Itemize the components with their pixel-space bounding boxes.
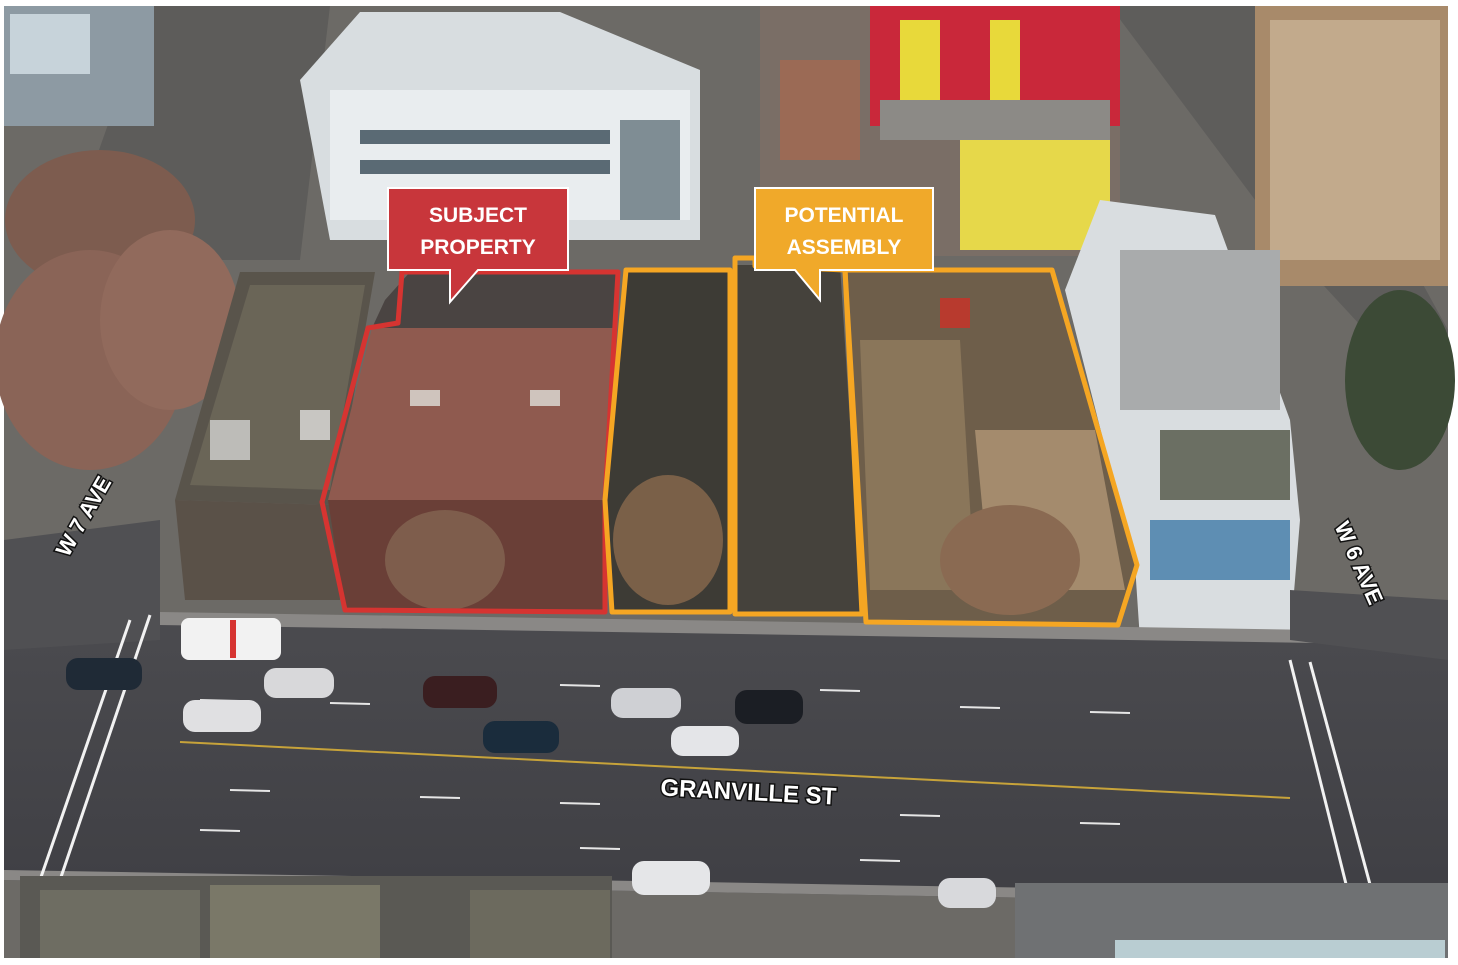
assembly-lot-3-roof: [860, 340, 975, 590]
subject-callout-box: [387, 187, 569, 305]
hvac-unit: [210, 420, 250, 460]
subject-property-callout: SUBJECT PROPERTY: [387, 187, 569, 305]
building-roof: [210, 885, 380, 958]
construction-yellow-panel: [900, 20, 940, 110]
construction-yellow-wall: [960, 140, 1110, 250]
subject-property-outline: [319, 269, 621, 615]
building-balconies: [1270, 20, 1440, 260]
tree-canopy: [100, 230, 240, 410]
tree-canopy: [613, 475, 723, 605]
building-glazing: [1115, 940, 1445, 958]
roof-equipment: [940, 298, 970, 328]
assembly-label-line1: POTENTIAL: [785, 204, 904, 227]
assembly-label-line2: ASSEMBLY: [787, 236, 902, 259]
cars: [66, 618, 996, 908]
building-window-row: [360, 160, 610, 174]
construction-formwork: [780, 60, 860, 160]
building-terrace: [1160, 430, 1290, 500]
construction-deck: [880, 100, 1110, 140]
subject-label-line1: SUBJECT: [429, 204, 527, 227]
subject-building-roof: [328, 328, 615, 500]
building-roof: [40, 890, 200, 958]
building-roof: [470, 890, 610, 958]
building-glazing: [1150, 520, 1290, 580]
potential-assembly-callout: POTENTIAL ASSEMBLY: [754, 187, 934, 303]
construction-yellow-panel: [990, 20, 1020, 110]
building-window-column: [620, 120, 680, 220]
sidewalk: [160, 612, 1448, 645]
tree-canopy: [385, 510, 505, 610]
assembly-lot-2: [735, 265, 862, 612]
granville-street: [4, 615, 1448, 905]
assembly-callout-box: [754, 187, 934, 303]
assembly-outline-lot-1: [602, 267, 733, 615]
roof-vent: [530, 390, 560, 406]
lane-markings: [199, 684, 1131, 862]
w7-ave-street: [4, 520, 160, 650]
tree-canopy: [1345, 290, 1455, 470]
building-roof-deck: [1120, 250, 1280, 410]
center-line: [179, 741, 1291, 799]
tree-canopy: [940, 505, 1080, 615]
assembly-outline-lot-3: [842, 267, 1140, 628]
subject-label-line2: PROPERTY: [420, 236, 536, 259]
subject-parking: [372, 272, 618, 328]
building-window-row: [360, 130, 610, 144]
hvac-unit: [300, 410, 330, 440]
w6-ave-street: [1290, 590, 1448, 660]
roof-vent: [410, 390, 440, 406]
building-corner-left-facade: [175, 500, 340, 600]
building-window: [10, 14, 90, 74]
